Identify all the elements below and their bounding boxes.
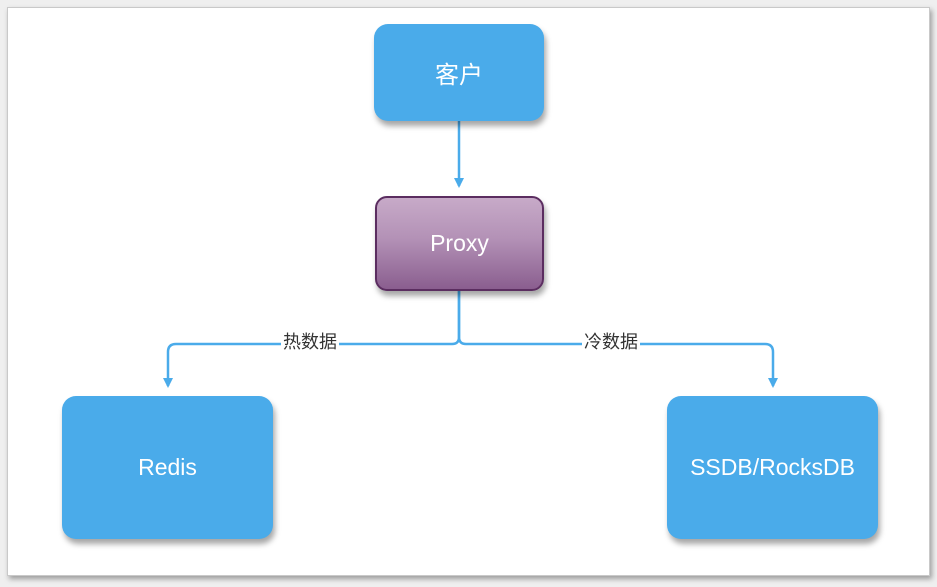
redis-node: Redis [62,396,273,539]
ssdb-rocksdb-node-label: SSDB/RocksDB [690,454,855,480]
cold-data-label: 冷数据 [582,332,640,353]
proxy-node-label: Proxy [430,230,489,256]
client-node-label: 客户 [435,61,483,89]
client-node: 客户 [374,24,544,121]
ssdb-rocksdb-node: SSDB/RocksDB [667,396,878,539]
redis-node-label: Redis [138,454,197,480]
hot-data-label: 热数据 [281,332,339,353]
proxy-node: Proxy [375,196,544,291]
